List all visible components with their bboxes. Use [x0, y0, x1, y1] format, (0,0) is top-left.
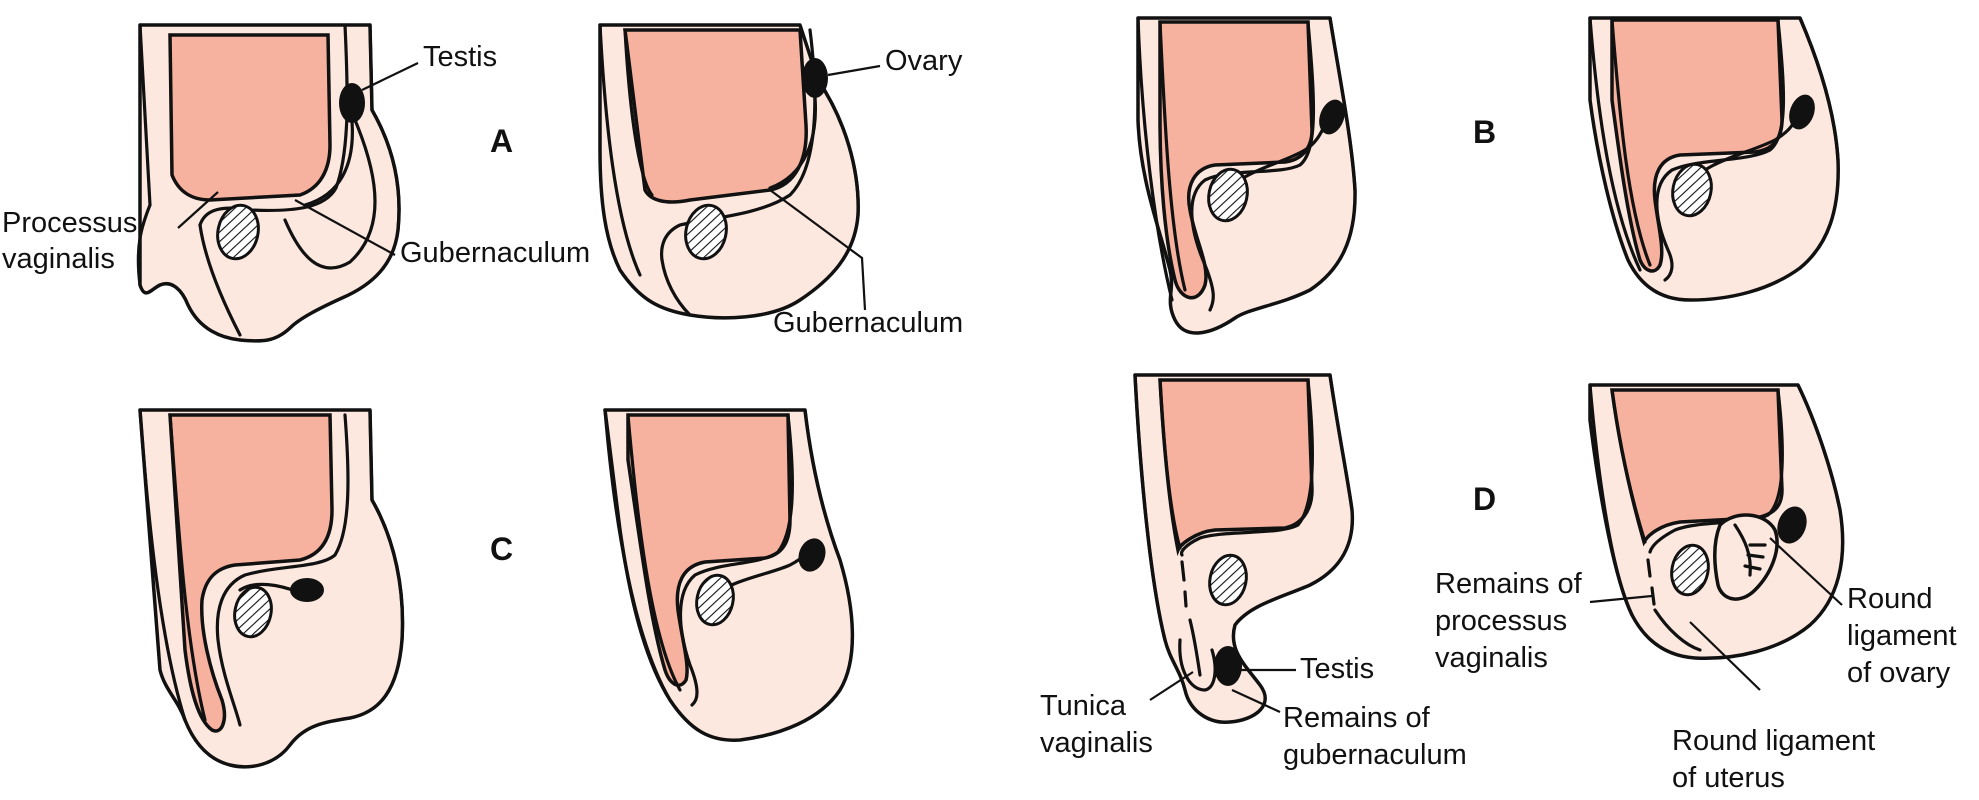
diagram-c-female — [603, 408, 855, 742]
ovary-d — [1777, 506, 1807, 544]
diagram-c-male — [138, 408, 405, 769]
inguinal-structure-a — [216, 203, 260, 261]
label-tunica-vaginalis-line1: Tunica — [1040, 690, 1127, 722]
label-round-ligament-ovary-line1: Round — [1847, 583, 1932, 615]
label-processus-vaginalis-line1: Processus — [2, 207, 137, 239]
testis-d — [1214, 646, 1242, 686]
panel-label-d: D — [1473, 481, 1496, 517]
label-remains-processus-line3: vaginalis — [1435, 642, 1548, 674]
diagram-a-female — [598, 23, 881, 320]
diagram-b-male — [1136, 16, 1357, 335]
testis-b — [1319, 99, 1345, 135]
label-ovary: Ovary — [885, 45, 963, 77]
diagram-b-female — [1588, 16, 1840, 302]
ovary-c — [798, 538, 826, 572]
label-remains-gubernaculum-line2: gubernaculum — [1283, 739, 1467, 771]
label-round-ligament-uterus-line1: Round ligament — [1672, 725, 1875, 757]
ovary-b — [1789, 94, 1815, 130]
panel-label-b: B — [1473, 114, 1496, 150]
label-remains-gubernaculum-line1: Remains of — [1283, 702, 1431, 734]
inguinal-structure-d-female — [1670, 543, 1710, 597]
testis-c — [290, 578, 324, 602]
label-remains-processus-line2: processus — [1435, 605, 1567, 637]
inguinal-structure-b — [1207, 167, 1249, 223]
label-gubernaculum-male: Gubernaculum — [400, 237, 590, 269]
diagram-d-male — [1133, 373, 1355, 724]
label-processus-vaginalis-line2: vaginalis — [2, 243, 115, 275]
inguinal-structure-b-female — [1671, 162, 1713, 218]
label-round-ligament-ovary-line2: ligament — [1847, 620, 1957, 652]
label-testis: Testis — [423, 41, 497, 73]
inguinal-structure-c — [233, 585, 273, 639]
uterus-remnant — [1713, 513, 1779, 601]
inguinal-structure-d — [1208, 553, 1248, 607]
label-gubernaculum-female: Gubernaculum — [773, 307, 963, 339]
diagram-a-male — [136, 23, 419, 343]
label-round-ligament-uterus-line2: of uterus — [1672, 762, 1785, 794]
label-remains-processus-line1: Remains of — [1435, 568, 1583, 600]
label-tunica-vaginalis-line2: vaginalis — [1040, 727, 1153, 759]
label-round-ligament-ovary-line3: of ovary — [1847, 657, 1951, 689]
panel-label-a: A — [490, 123, 513, 159]
inguinal-structure-a-female — [684, 203, 728, 261]
inguinal-structure-c-female — [695, 573, 735, 627]
panel-label-c: C — [490, 531, 513, 567]
label-testis-d: Testis — [1300, 653, 1374, 685]
testis-a — [339, 83, 365, 123]
ovary-a — [802, 58, 828, 98]
diagram-d-female — [1588, 383, 1845, 691]
